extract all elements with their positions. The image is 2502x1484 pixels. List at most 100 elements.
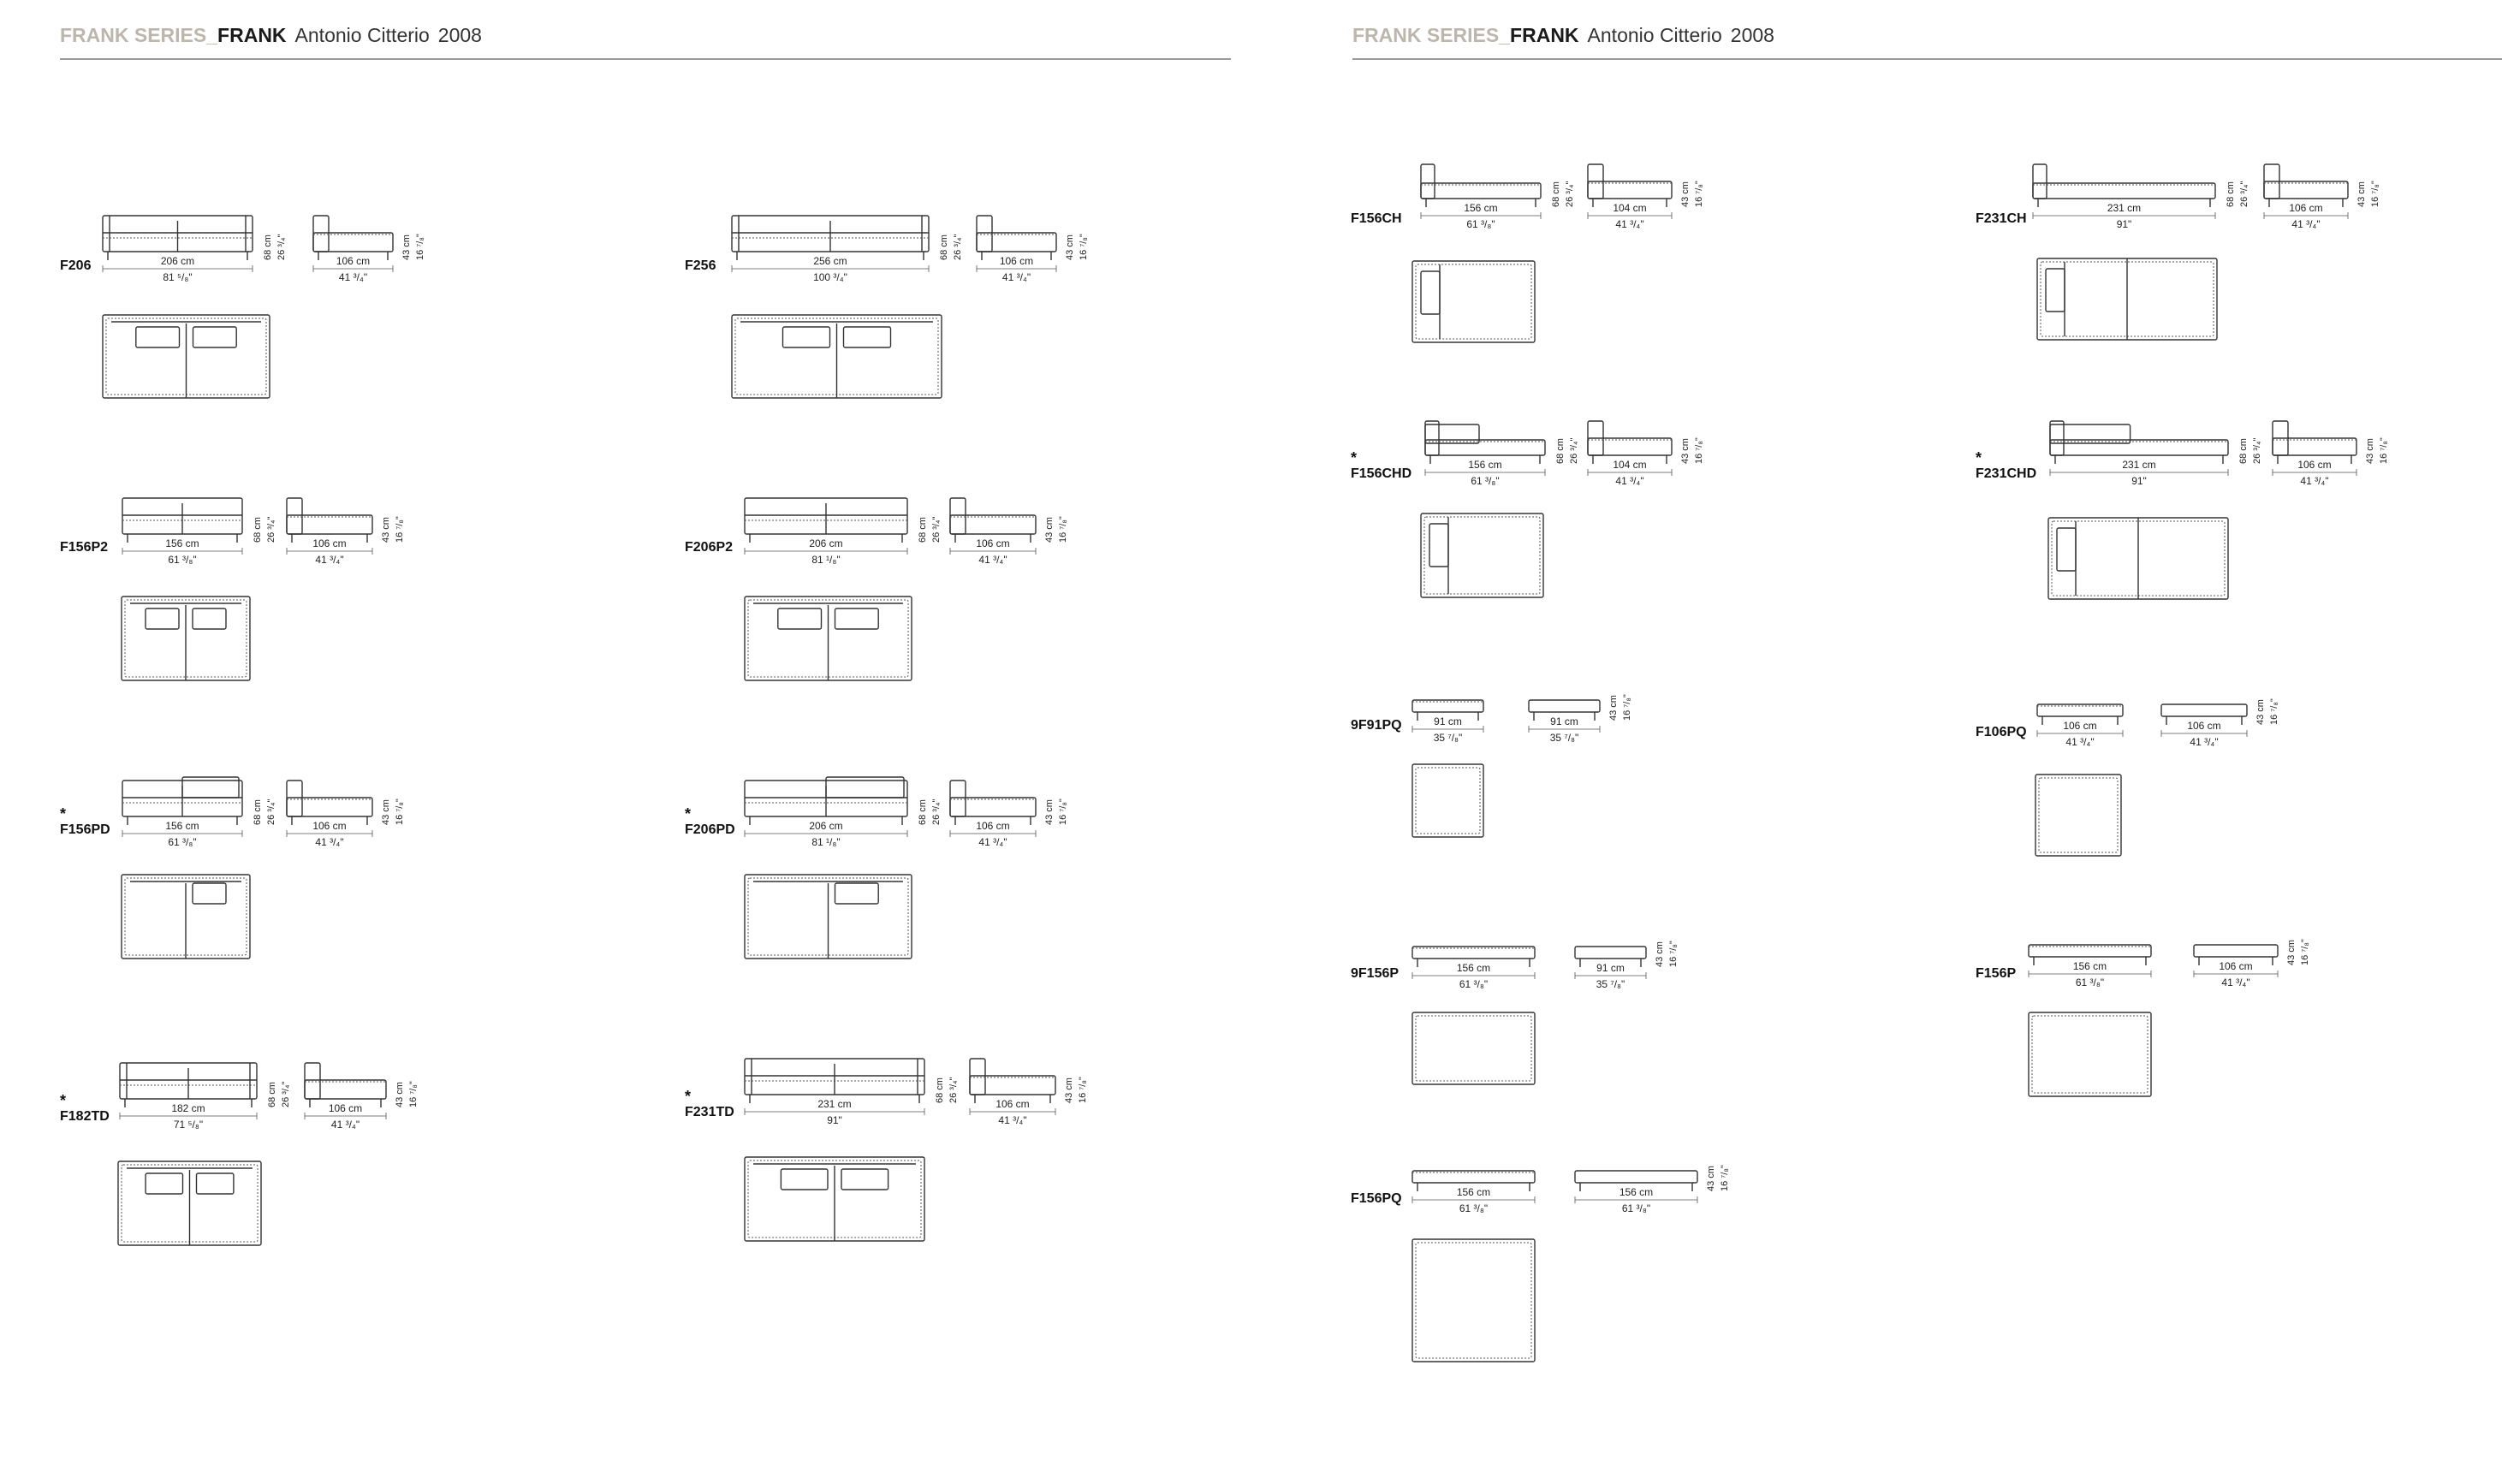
- model-star: *: [1976, 449, 1982, 466]
- seat-height-in: 16 ⁷/₈": [1694, 181, 1704, 207]
- front-width-cm: 206 cm: [809, 820, 843, 832]
- side-seat: [1587, 437, 1673, 456]
- front-height-in: 26 ³/₄": [281, 1081, 291, 1107]
- model-code: F156CHD: [1351, 466, 1412, 481]
- front-width-cm: 156 cm: [165, 537, 199, 549]
- front-seat: [2049, 439, 2229, 456]
- model-code: F231TD: [685, 1105, 734, 1119]
- plan-cushion: [777, 608, 823, 630]
- side-depth-cm: 106 cm: [2297, 459, 2332, 471]
- side-depth-in: 41 ³/₄": [1001, 271, 1031, 283]
- side-back: [286, 497, 303, 535]
- seat-height-in: 16 ⁷/₈": [408, 1081, 419, 1107]
- side-back: [286, 780, 303, 817]
- model-code: F182TD: [60, 1109, 110, 1124]
- seat-height-cm: 43 cm: [1065, 234, 1075, 260]
- front-height-in: 26 ³/₄": [953, 234, 963, 260]
- front-height-in: 26 ³/₄": [948, 1077, 959, 1103]
- side-back: [949, 497, 966, 535]
- side-seat: [286, 797, 373, 817]
- front-height-in: 26 ³/₄": [2252, 437, 2262, 464]
- seat-height-cm: 43 cm: [1706, 1166, 1716, 1191]
- side-seat: [976, 232, 1057, 252]
- side-seat: [949, 797, 1037, 817]
- model-star: *: [1351, 449, 1358, 466]
- seat-height-cm: 43 cm: [381, 517, 391, 543]
- model-star: *: [685, 1088, 692, 1105]
- front-height-in: 26 ³/₄": [1565, 181, 1575, 207]
- front-width-in: 71 ⁵/₈": [173, 1119, 204, 1131]
- plan-outline: [1420, 513, 1544, 598]
- side-depth-cm: 106 cm: [999, 255, 1034, 267]
- front-height-cm: 68 cm: [263, 234, 273, 260]
- plan-cushion: [780, 1168, 829, 1190]
- front-width-cm: 156 cm: [1456, 1186, 1491, 1198]
- side-depth-in: 41 ³/₄": [315, 554, 344, 566]
- side-seat: [304, 1079, 387, 1100]
- side-back: [976, 215, 993, 252]
- front-height-in: 26 ³/₄": [1569, 437, 1579, 464]
- side-back: [2272, 420, 2289, 456]
- side-depth-cm: 106 cm: [976, 820, 1010, 832]
- plan-outline: [1411, 260, 1536, 343]
- front-height-cm: 68 cm: [918, 799, 928, 825]
- plan-stitch: [2038, 777, 2119, 853]
- side-depth-in: 41 ³/₄": [330, 1119, 360, 1131]
- front-seat: [1424, 439, 1546, 456]
- side-seat: [312, 232, 394, 252]
- front-width-cm: 91 cm: [1434, 715, 1462, 727]
- seat-height-in: 16 ⁷/₈": [1079, 234, 1089, 260]
- plan-cushion: [2045, 268, 2065, 312]
- front-width-cm: 156 cm: [165, 820, 199, 832]
- front-width-in: 91": [2116, 218, 2132, 230]
- front-width-cm: 206 cm: [809, 537, 843, 549]
- side-back: [1587, 420, 1604, 456]
- front-width-in: 100 ³/₄": [813, 271, 847, 283]
- front-height-cm: 68 cm: [935, 1077, 945, 1103]
- seat-height-cm: 43 cm: [401, 234, 412, 260]
- front-width-in: 61 ³/₈": [1466, 218, 1495, 230]
- plan-cushion: [834, 882, 879, 905]
- model-code: F256: [685, 258, 716, 273]
- side-depth-cm: 106 cm: [312, 537, 347, 549]
- side-body: [1574, 946, 1647, 959]
- front-width-in: 91": [2131, 475, 2147, 487]
- plan-cushion: [1429, 523, 1449, 567]
- front-width-in: 35 ⁷/₈": [1433, 732, 1463, 744]
- series-label: FRANK SERIES_: [1352, 24, 1511, 46]
- design-year: 2008: [1730, 24, 1774, 46]
- plan-stitch: [124, 877, 247, 956]
- model-star: *: [60, 805, 67, 822]
- front-height-cm: 68 cm: [253, 517, 263, 543]
- front-width-cm: 156 cm: [1468, 459, 1502, 471]
- front-height-cm: 68 cm: [2226, 181, 2236, 207]
- front-width-cm: 231 cm: [2107, 202, 2142, 214]
- seat-height-cm: 43 cm: [2255, 699, 2266, 725]
- plan-cushion: [2056, 527, 2077, 572]
- front-backrest: [1424, 420, 1440, 456]
- side-body: [1574, 1170, 1698, 1184]
- side-depth-cm: 106 cm: [2289, 202, 2323, 214]
- side-seat: [1587, 181, 1673, 199]
- side-depth-in: 41 ³/₄": [2221, 976, 2250, 988]
- front-width-cm: 256 cm: [813, 255, 847, 267]
- front-width-in: 91": [827, 1114, 842, 1126]
- model-code: F156CH: [1351, 211, 1402, 226]
- plan-stitch: [1415, 264, 1532, 340]
- seat-height-cm: 43 cm: [1044, 799, 1055, 825]
- seat-height-cm: 43 cm: [1608, 695, 1619, 721]
- plan-stitch: [2031, 1015, 2148, 1094]
- plan-stitch: [747, 877, 909, 956]
- front-seat: [2032, 182, 2216, 199]
- seat-height-in: 16 ⁷/₈": [1720, 1165, 1730, 1191]
- front-seat: [2028, 944, 2152, 958]
- side-depth-in: 41 ³/₄": [978, 836, 1007, 848]
- side-depth-cm: 91 cm: [1596, 962, 1625, 974]
- seat-height-in: 16 ⁷/₈": [1078, 1077, 1088, 1103]
- side-body: [1528, 699, 1601, 713]
- model-code: 9F91PQ: [1351, 718, 1402, 733]
- front-height-cm: 68 cm: [1551, 181, 1561, 207]
- seat-height-cm: 43 cm: [381, 799, 391, 825]
- seat-height-in: 16 ⁷/₈": [2300, 939, 2310, 965]
- front-backrest: [2032, 163, 2047, 199]
